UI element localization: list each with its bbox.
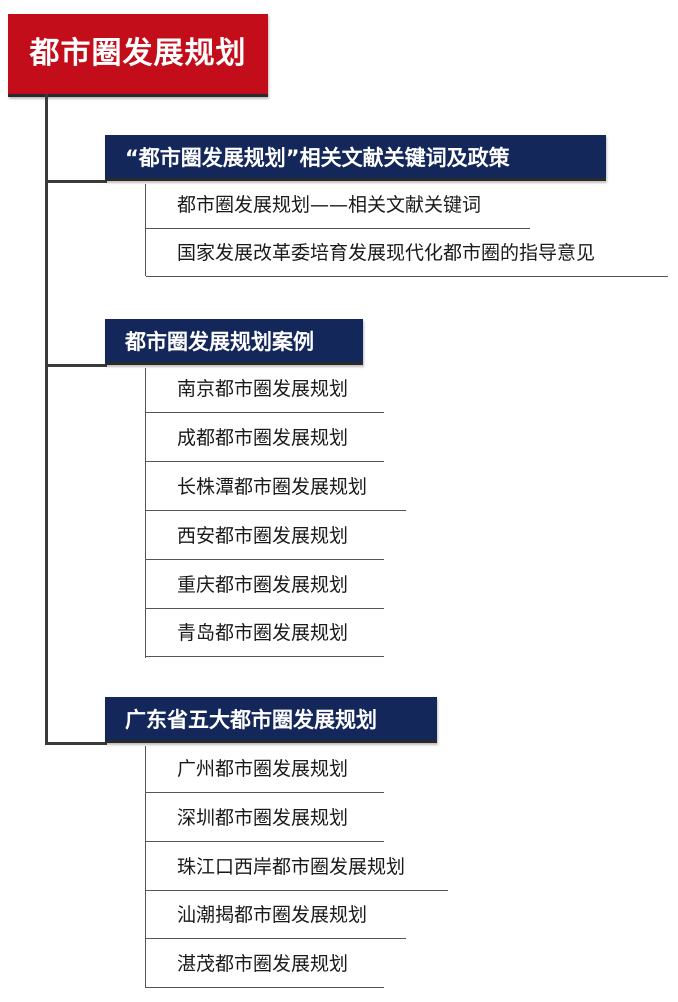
list-item: 重庆都市圈发展规划 <box>146 562 384 609</box>
category-policy-keywords: “都市圈发展规划”相关文献关键词及政策 <box>105 135 606 181</box>
list-item: 成都都市圈发展规划 <box>146 415 384 462</box>
branch-connector-3 <box>45 742 107 745</box>
list-item: 湛茂都市圈发展规划 <box>146 941 384 988</box>
branch-connector-2 <box>45 364 107 367</box>
list-item: 长株潭都市圈发展规划 <box>146 464 406 511</box>
list-item: 珠江口西岸都市圈发展规划 <box>146 844 448 891</box>
diagram-title: 都市圈发展规划 <box>8 14 268 97</box>
branch-connector-1 <box>45 180 107 183</box>
list-item: 青岛都市圈发展规划 <box>146 610 384 657</box>
list-item: 深圳都市圈发展规划 <box>146 795 384 842</box>
sub-line-1 <box>145 184 146 276</box>
list-item: 汕潮揭都市圈发展规划 <box>146 892 406 939</box>
sub-line-3 <box>145 746 146 988</box>
sub-line-2 <box>145 368 146 658</box>
category-cases: 都市圈发展规划案例 <box>105 319 363 365</box>
main-trunk-line <box>45 94 48 744</box>
list-item: 国家发展改革委培育发展现代化都市圈的指导意见 <box>146 230 668 277</box>
list-item: 广州都市圈发展规划 <box>146 746 384 793</box>
category-guangdong: 广东省五大都市圈发展规划 <box>105 697 437 743</box>
list-item: 都市圈发展规划——相关文献关键词 <box>146 182 530 229</box>
list-item: 西安都市圈发展规划 <box>146 513 384 560</box>
list-item: 南京都市圈发展规划 <box>146 366 384 413</box>
